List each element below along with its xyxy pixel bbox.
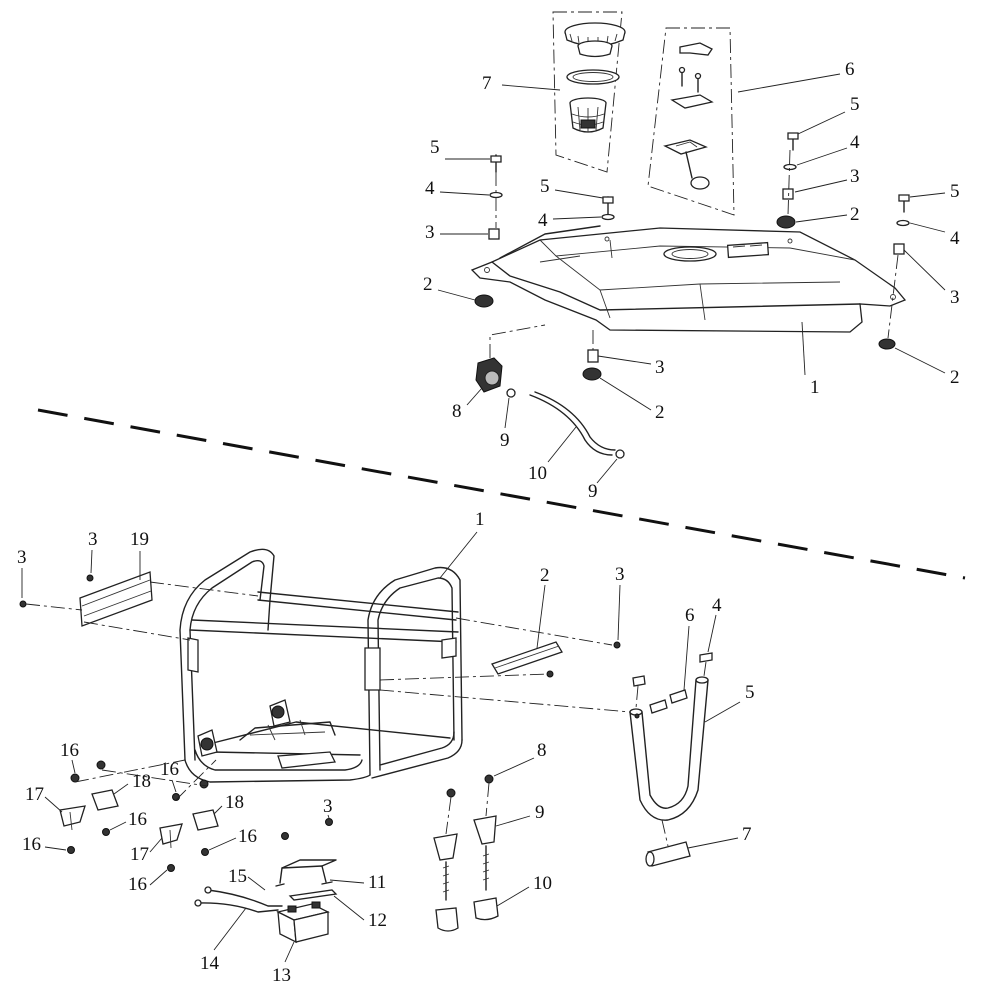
label-mount-b: 17 — [130, 844, 149, 865]
cap-group-boundary — [552, 11, 623, 173]
tank-labels: 1 2 2 2 2 3 3 3 3 4 4 4 4 5 — [423, 59, 960, 502]
label-fuel-valve: 8 — [452, 401, 462, 422]
label-nut-b: 3 — [88, 529, 98, 550]
battery-cables — [194, 886, 283, 913]
fuel-valve — [475, 324, 546, 393]
label-spacer-d: 3 — [950, 287, 960, 308]
side-bracket — [379, 617, 613, 681]
label-frame: 1 — [475, 509, 485, 530]
label-bolt-c: 5 — [850, 94, 860, 115]
nut-right — [613, 641, 621, 649]
label-wheel: 10 — [533, 873, 552, 894]
handle — [379, 652, 713, 847]
label-grommet-b: 2 — [655, 402, 665, 423]
label-bolt-a: 5 — [430, 137, 440, 158]
label-grip: 7 — [742, 824, 752, 845]
mount-stack-mid — [601, 196, 615, 221]
section-separator — [37, 408, 966, 580]
fuel-gauge — [663, 42, 714, 190]
label-washer-a: 4 — [425, 178, 435, 199]
label-mount-a: 17 — [25, 784, 44, 805]
frame — [179, 548, 463, 783]
label-nut-d: 3 — [323, 796, 333, 817]
label-nut-c: 3 — [615, 564, 625, 585]
label-nut-a: 3 — [17, 547, 27, 568]
foot-left — [433, 788, 459, 932]
battery-pad — [288, 889, 338, 901]
label-handle: 5 — [745, 682, 755, 703]
label-bolt-b: 5 — [540, 176, 550, 197]
label-cable: 14 — [200, 953, 220, 974]
mount-stack-far-right — [878, 194, 910, 350]
gauge-group-boundary — [647, 27, 735, 216]
label-bolt-d: 5 — [950, 181, 960, 202]
label-washer-c: 4 — [850, 132, 860, 153]
label-spacer-c: 3 — [850, 166, 860, 187]
mount-stack-right — [776, 132, 799, 229]
label-spacer-b: 3 — [655, 357, 665, 378]
label-fuel-hose: 10 — [528, 463, 547, 484]
label-battery: 13 — [272, 965, 291, 986]
foot-right — [473, 774, 499, 921]
label-battery-bracket: 11 — [368, 872, 386, 893]
nut-left-near — [86, 574, 94, 582]
label-fuel-gauge: 6 — [845, 59, 855, 80]
label-clamp-b: 9 — [588, 481, 598, 502]
label-nut-g: 16 — [22, 834, 41, 855]
label-mount-bracket-b: 18 — [225, 792, 244, 813]
fuel-strainer — [569, 97, 607, 133]
label-mount-bracket-a: 18 — [132, 771, 151, 792]
label-rail: 19 — [130, 529, 149, 550]
label-nut-j: 16 — [128, 874, 147, 895]
label-nut-h: 16 — [128, 809, 147, 830]
label-bracket: 2 — [540, 565, 550, 586]
battery — [276, 901, 330, 944]
nut-left-far — [19, 600, 27, 608]
battery-bracket — [275, 818, 337, 887]
fuel-hose — [506, 388, 625, 459]
label-bolt: 6 — [685, 605, 695, 626]
engine-mount-left — [59, 760, 119, 854]
mount-stack-bottom — [582, 330, 602, 381]
label-foot: 9 — [535, 802, 545, 823]
label-grommet-a: 2 — [423, 274, 433, 295]
label-grommet-d: 2 — [950, 367, 960, 388]
grip — [645, 841, 691, 867]
label-cap: 4 — [712, 595, 722, 616]
fuel-tank — [470, 225, 907, 333]
rail — [79, 571, 259, 641]
fuel-cap — [564, 22, 626, 58]
frame-assembly: 1 2 3 3 3 3 19 4 5 6 7 8 9 10 — [17, 509, 755, 986]
engine-mount-right — [74, 759, 219, 872]
label-nut-k: 16 — [238, 826, 257, 847]
label-nut-f: 16 — [60, 740, 79, 761]
label-pad: 12 — [368, 910, 387, 931]
label-grommet-c: 2 — [850, 204, 860, 225]
label-nut-i: 16 — [160, 759, 179, 780]
label-nut-e: 8 — [537, 740, 547, 761]
label-tank: 1 — [810, 377, 820, 398]
label-cable-2: 15 — [228, 866, 247, 887]
mount-stack-left — [474, 154, 503, 308]
label-washer-b: 4 — [538, 210, 548, 231]
label-fuel-cap-filter: 7 — [482, 73, 492, 94]
label-clamp-a: 9 — [500, 430, 510, 451]
label-washer-d: 4 — [950, 228, 960, 249]
frame-labels: 1 2 3 3 3 3 19 4 5 6 7 8 9 10 — [17, 509, 755, 986]
label-spacer-a: 3 — [425, 222, 435, 243]
fuel-tank-assembly: 1 2 2 2 2 3 3 3 3 4 4 4 4 5 — [423, 11, 960, 502]
